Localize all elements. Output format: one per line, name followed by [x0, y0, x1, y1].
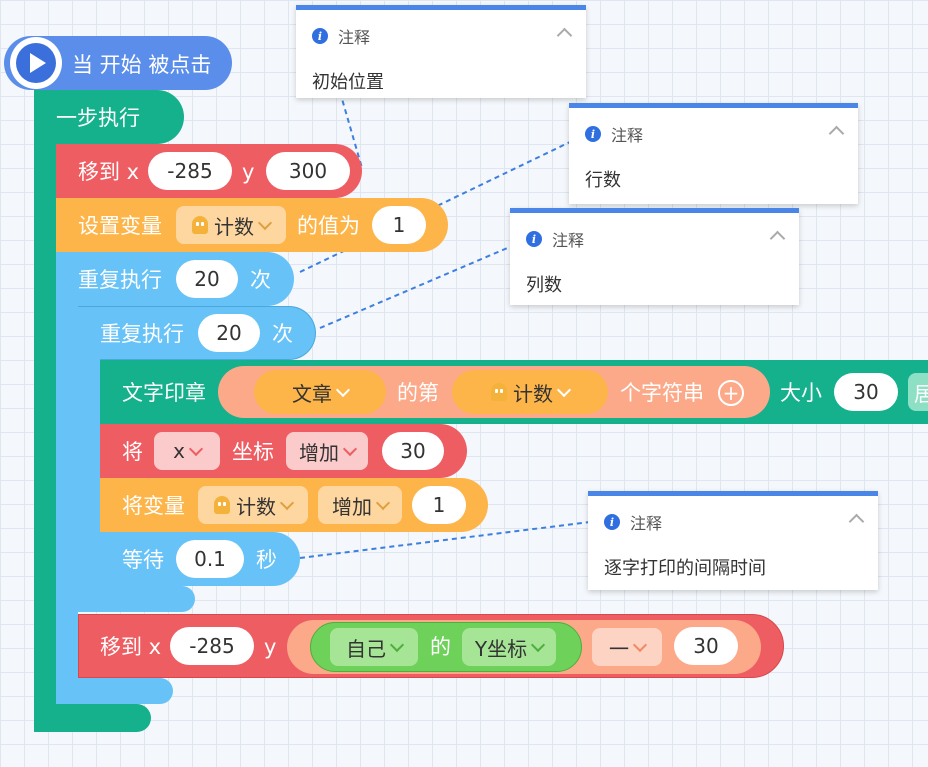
- step-block-spine: [34, 130, 56, 710]
- info-icon: i: [604, 514, 620, 530]
- operator-dropdown[interactable]: 一: [592, 628, 662, 666]
- info-icon: i: [526, 231, 542, 247]
- set-variable-name: 计数: [214, 214, 254, 239]
- play-icon: [10, 37, 62, 89]
- axis-value: x: [173, 439, 185, 463]
- variable-ghost-icon: [491, 383, 507, 401]
- operator-value: 一: [609, 636, 629, 661]
- step-block-foot: [34, 704, 151, 732]
- set-variable-dropdown[interactable]: 计数: [176, 206, 286, 244]
- chevron-down-icon: [375, 495, 391, 510]
- change-variable-dropdown[interactable]: 计数: [198, 486, 308, 524]
- move-y-input[interactable]: 300: [266, 152, 350, 190]
- chevron-down-icon: [188, 441, 203, 456]
- repeat-outer-count[interactable]: 20: [176, 260, 238, 298]
- chevron-down-icon: [531, 637, 546, 652]
- coord-op-dropdown[interactable]: 增加: [286, 432, 368, 470]
- comment-note-2[interactable]: i 注释 行数: [569, 103, 858, 204]
- chevron-down-icon: [279, 495, 295, 510]
- chevron-down-icon: [556, 382, 572, 397]
- sprite-dropdown[interactable]: 自己: [330, 628, 418, 666]
- coord-op-value: 增加: [299, 440, 339, 465]
- stamp-size-label: 大小: [780, 381, 822, 405]
- change-variable-label: 将变量: [122, 494, 185, 518]
- property-value: Y坐标: [474, 636, 528, 661]
- comment-note-1[interactable]: i 注释 初始位置: [296, 5, 586, 98]
- repeat-outer-foot: [56, 678, 173, 704]
- note-title: 注释: [611, 126, 644, 145]
- note-text: 行数: [585, 170, 621, 191]
- set-variable-label: 设置变量: [78, 214, 162, 238]
- note-title: 注释: [630, 514, 663, 533]
- comment-note-4[interactable]: i 注释 逐字打印的间隔时间: [588, 491, 878, 590]
- change-variable-name: 计数: [236, 494, 276, 519]
- collapse-icon[interactable]: [848, 513, 865, 530]
- stamp-var1-name: 文章: [292, 381, 332, 406]
- note-text: 列数: [526, 275, 562, 296]
- set-variable-value[interactable]: 1: [372, 206, 426, 244]
- sprite-of-label: 的: [430, 635, 451, 659]
- coord-change-value[interactable]: 30: [382, 432, 444, 470]
- step-block-arm[interactable]: [34, 90, 184, 144]
- wait-label: 等待: [122, 548, 164, 572]
- chevron-down-icon: [257, 215, 273, 230]
- text-stamp-label: 文字印章: [122, 381, 206, 405]
- note-title: 注释: [552, 231, 585, 250]
- move-to-label: 移到 x: [78, 160, 140, 184]
- stamp-align-value: 居: [914, 381, 928, 406]
- set-variable-mid-label: 的值为: [297, 214, 360, 238]
- note-title: 注释: [338, 28, 371, 47]
- stamp-var2-dropdown[interactable]: 计数: [452, 370, 608, 414]
- chevron-down-icon: [389, 637, 405, 652]
- step-block-label: 一步执行: [56, 106, 140, 130]
- change-variable-op-dropdown[interactable]: 增加: [318, 486, 402, 524]
- note-text: 逐字打印的间隔时间: [604, 558, 766, 579]
- collapse-icon[interactable]: [769, 230, 786, 247]
- move-bottom-label: 移到 x: [100, 635, 162, 659]
- change-coord-label: 将: [122, 440, 143, 464]
- repeat-outer-label: 重复执行: [78, 268, 162, 292]
- repeat-outer-spine: [56, 300, 78, 690]
- comment-note-3[interactable]: i 注释 列数: [510, 208, 799, 305]
- wait-suffix: 秒: [256, 548, 277, 572]
- move-y-label: y: [242, 160, 255, 184]
- repeat-inner-arm[interactable]: [78, 306, 316, 360]
- chevron-down-icon: [342, 441, 358, 456]
- stamp-align-dropdown[interactable]: 居: [908, 373, 928, 411]
- stamp-of-label: 的第: [397, 381, 439, 405]
- info-icon: i: [585, 126, 601, 142]
- stamp-char-label: 个字符串: [620, 381, 704, 405]
- move-x-input[interactable]: -285: [148, 152, 232, 190]
- repeat-inner-count[interactable]: 20: [198, 314, 260, 352]
- repeat-inner-suffix: 次: [272, 322, 293, 346]
- stamp-size-value[interactable]: 30: [834, 373, 898, 411]
- repeat-inner-label: 重复执行: [100, 322, 184, 346]
- note-text: 初始位置: [312, 72, 384, 93]
- variable-ghost-icon: [192, 216, 208, 234]
- coord-label: 坐标: [232, 440, 274, 464]
- chevron-down-icon: [335, 382, 351, 397]
- stamp-var1-dropdown[interactable]: 文章: [254, 370, 386, 414]
- chevron-down-icon: [632, 637, 648, 652]
- repeat-inner-foot: [78, 586, 195, 612]
- variable-ghost-icon: [214, 496, 230, 514]
- sprite-value: 自己: [346, 636, 386, 661]
- move-bottom-x-input[interactable]: -285: [170, 627, 254, 665]
- change-variable-value[interactable]: 1: [412, 486, 466, 524]
- wait-value[interactable]: 0.1: [176, 540, 244, 578]
- hat-label: 当 开始 被点击: [72, 53, 212, 77]
- repeat-outer-suffix: 次: [250, 268, 271, 292]
- axis-dropdown[interactable]: x: [154, 432, 220, 470]
- change-variable-op-value: 增加: [332, 494, 372, 519]
- subtract-value[interactable]: 30: [674, 627, 738, 665]
- info-icon: i: [312, 28, 328, 44]
- property-dropdown[interactable]: Y坐标: [462, 628, 556, 666]
- collapse-icon[interactable]: [556, 27, 573, 44]
- plus-icon[interactable]: +: [718, 380, 744, 406]
- move-bottom-y-label: y: [264, 635, 277, 659]
- repeat-inner-spine: [78, 350, 100, 590]
- collapse-icon[interactable]: [828, 125, 845, 142]
- stamp-var2-name: 计数: [513, 381, 553, 406]
- repeat-outer-arm[interactable]: [56, 252, 294, 306]
